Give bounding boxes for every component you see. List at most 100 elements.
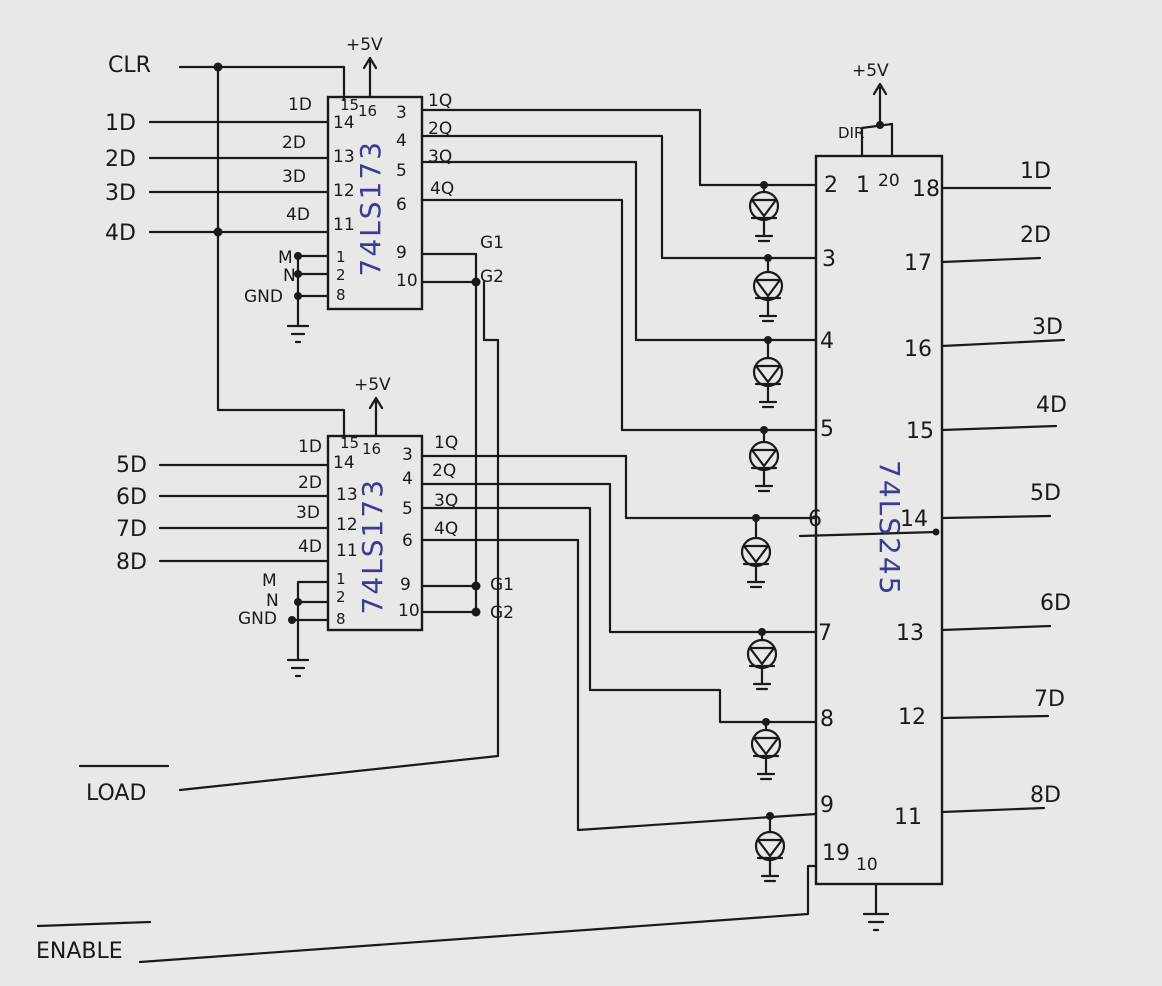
output-1d-label: 1D — [1020, 159, 1051, 184]
chip-b-pin9: 9 — [400, 575, 411, 595]
chip-b-74ls173: 74LS173 +5V 15 16 5D 6D 7D 8D 1D 2D 3D 4… — [116, 375, 514, 678]
chip-b-n-label: N — [266, 591, 279, 611]
chip-b-in4-label: 4D — [298, 537, 322, 557]
chip-a-pin3: 3 — [396, 103, 407, 123]
chip-a-n-label: N — [283, 266, 296, 286]
chip-a-pin4: 4 — [396, 131, 407, 151]
chip-c-pin19: 19 — [822, 841, 850, 866]
output-5d-label: 5D — [1030, 481, 1061, 506]
chip-a-pin13: 13 — [333, 147, 355, 167]
chip-a-pin5: 5 — [396, 161, 407, 181]
led-4 — [748, 426, 780, 493]
led-3 — [752, 336, 784, 409]
input-7d-label: 7D — [116, 517, 147, 542]
led-7 — [750, 718, 782, 781]
led-8 — [754, 812, 786, 883]
chip-b-m-label: M — [262, 571, 277, 591]
input-8d-label: 8D — [116, 550, 147, 575]
chip-b-pin10: 10 — [398, 601, 420, 621]
chip-c-pin1: 1 — [856, 173, 870, 198]
chip-a-pin16: 16 — [358, 102, 377, 120]
vcc-a-label: +5V — [346, 35, 383, 55]
chip-a-pin9: 9 — [396, 243, 407, 263]
chip-b-in1-label: 1D — [298, 437, 322, 457]
input-6d-label: 6D — [116, 485, 147, 510]
chip-c-pin8: 8 — [820, 707, 834, 732]
chip-b-g1-label: G1 — [490, 575, 514, 595]
input-3d-label: 3D — [105, 181, 136, 206]
chip-c-pin15: 15 — [906, 419, 934, 444]
chip-a-pin15: 15 — [340, 96, 359, 114]
chip-a-g1-label: G1 — [480, 233, 504, 253]
chip-b-pin6: 6 — [402, 531, 413, 551]
chip-c-pin17: 17 — [904, 251, 932, 276]
chip-c-pin16: 16 — [904, 337, 932, 362]
chip-c-pin2: 2 — [824, 173, 838, 198]
chip-c-body — [814, 154, 944, 886]
output-6d-label: 6D — [1040, 591, 1071, 616]
chip-c-pin18: 18 — [912, 177, 940, 202]
chip-a-pin8: 8 — [336, 286, 346, 304]
chip-b-name: 74LS173 — [356, 478, 389, 614]
chip-b-pin13: 13 — [336, 485, 358, 505]
chip-a-pin10: 10 — [396, 271, 418, 291]
chip-b-out1-label: 1Q — [434, 433, 458, 453]
chip-c-pin11: 11 — [894, 805, 922, 830]
chip-a-out1-label: 1Q — [428, 91, 452, 111]
led-1 — [748, 181, 780, 243]
input-5d-label: 5D — [116, 453, 147, 478]
chip-b-pin11: 11 — [336, 541, 358, 561]
chip-c-pin20: 20 — [878, 171, 900, 191]
data-wires — [420, 108, 818, 832]
chip-c-pin14: 14 — [900, 507, 928, 532]
chip-c-pin9: 9 — [820, 793, 834, 818]
chip-c-pin10: 10 — [856, 855, 878, 875]
load-net: LOAD — [78, 280, 500, 806]
enable-net: ENABLE — [36, 864, 818, 964]
output-7d-label: 7D — [1034, 687, 1065, 712]
input-2d-label: 2D — [105, 147, 136, 172]
led-5 — [740, 514, 772, 589]
chip-c-name: 74LS245 — [873, 460, 906, 596]
chip-c-pin3: 3 — [822, 247, 836, 272]
chip-c-pin6: 6 — [808, 507, 822, 532]
chip-b-g2-label: G2 — [490, 603, 514, 623]
chip-a-out4-label: 4Q — [430, 179, 454, 199]
chip-a-name: 74LS173 — [354, 140, 387, 276]
output-4d-label: 4D — [1036, 393, 1067, 418]
input-4d-label: 4D — [105, 221, 136, 246]
chip-c-pin13: 13 — [896, 621, 924, 646]
chip-a-pin12: 12 — [333, 181, 355, 201]
chip-b-pin15: 15 — [340, 434, 359, 452]
chip-a-gnd-label: GND — [244, 287, 283, 307]
input-1d-label: 1D — [105, 111, 136, 136]
chip-a-out3-label: 3Q — [428, 147, 452, 167]
dir-label: DIR — [838, 124, 864, 142]
chip-b-pin4: 4 — [402, 469, 413, 489]
chip-b-gnd-label: GND — [238, 609, 277, 629]
chip-a-pin6: 6 — [396, 195, 407, 215]
output-8d-label: 8D — [1030, 783, 1061, 808]
chip-a-pin1: 1 — [336, 248, 346, 266]
chip-a-g2-label: G2 — [480, 267, 504, 287]
chip-c-74ls245: 74LS245 +5V DIR 2 1 20 3 4 5 6 7 8 9 19 … — [798, 61, 1071, 932]
chip-b-pin16: 16 — [362, 440, 381, 458]
chip-a-pin2: 2 — [336, 266, 346, 284]
chip-b-pin5: 5 — [402, 499, 413, 519]
chip-c-pin12: 12 — [898, 705, 926, 730]
chip-b-in2-label: 2D — [298, 473, 322, 493]
chip-a-in3-label: 3D — [282, 167, 306, 187]
chip-a-pin11: 11 — [333, 215, 355, 235]
clr-net: CLR — [108, 53, 346, 440]
output-2d-label: 2D — [1020, 223, 1051, 248]
led-array — [740, 181, 786, 883]
clr-label: CLR — [108, 53, 151, 78]
chip-b-pin3: 3 — [402, 445, 413, 465]
chip-b-out2-label: 2Q — [432, 461, 456, 481]
vcc-b-label: +5V — [354, 375, 391, 395]
chip-a-in4-label: 4D — [286, 205, 310, 225]
load-label: LOAD — [86, 781, 146, 806]
enable-label: ENABLE — [36, 939, 123, 964]
